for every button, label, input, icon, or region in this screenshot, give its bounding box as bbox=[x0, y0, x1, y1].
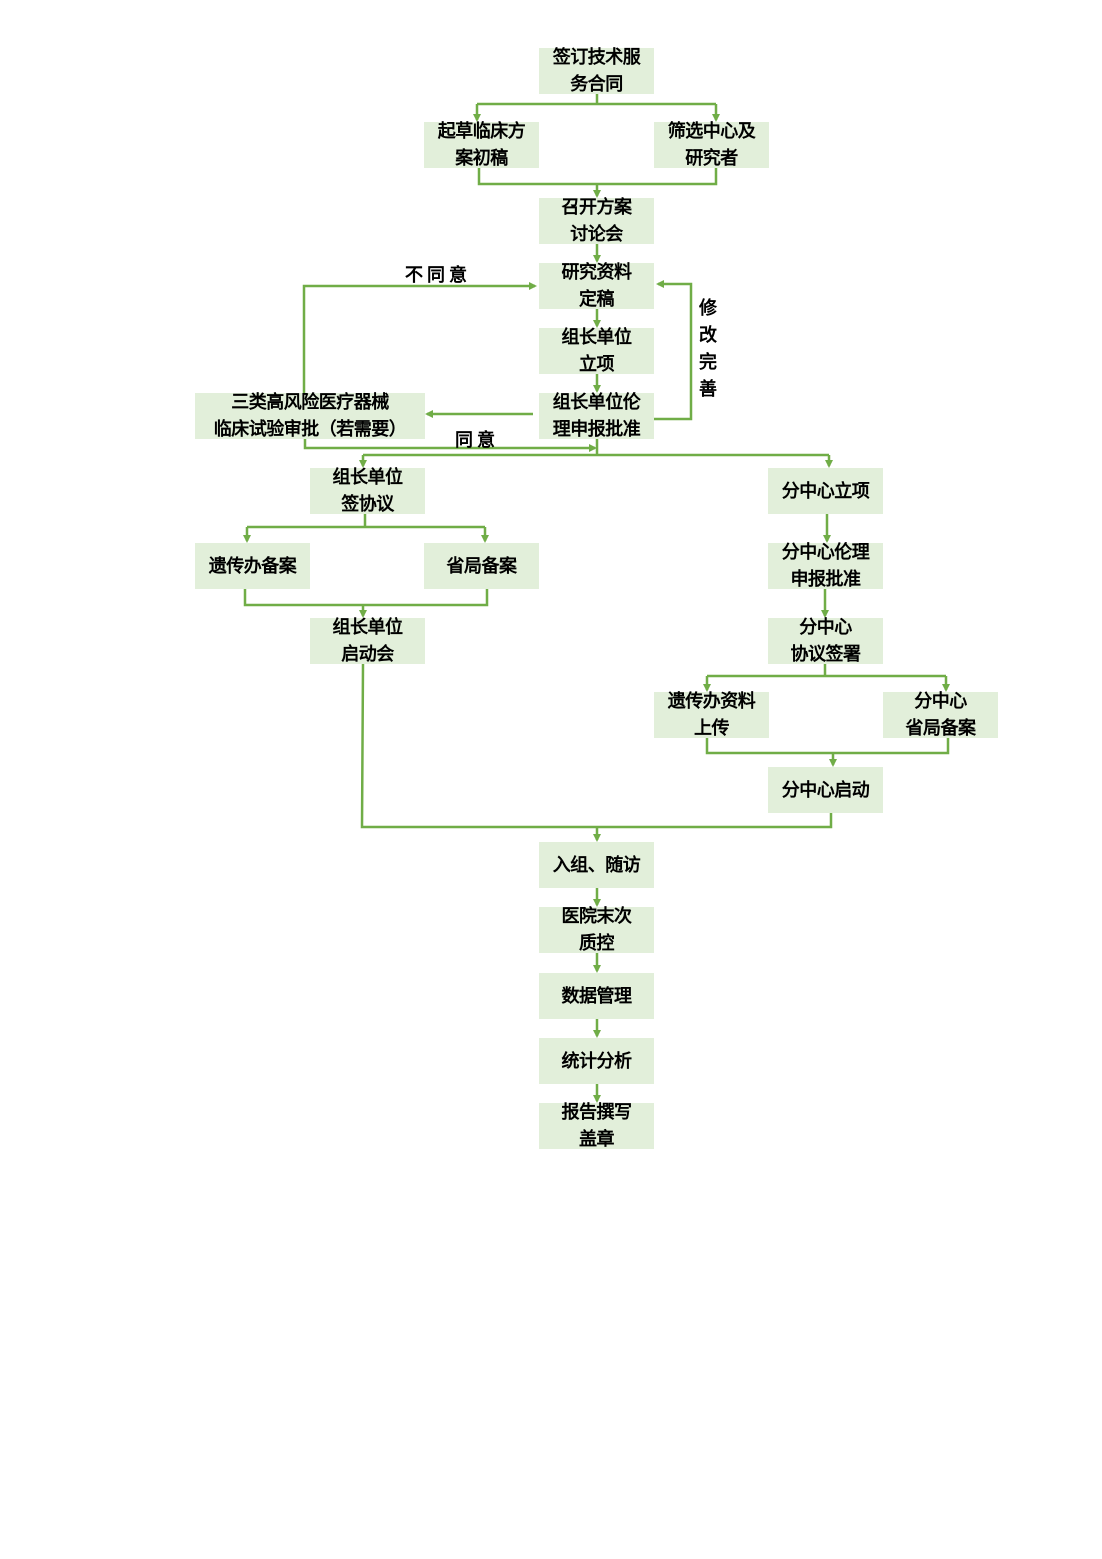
node-genetic-upload: 遗传办资料 上传 bbox=[654, 691, 769, 739]
arrow bbox=[303, 439, 597, 452]
node-sub-project: 分中心立项 bbox=[768, 468, 883, 514]
node-report-seal: 报告撰写 盖章 bbox=[539, 1102, 654, 1150]
node-lead-ethics: 组长单位伦 理申报批准 bbox=[539, 392, 654, 440]
label-agree: 同意 bbox=[455, 430, 499, 451]
node-lead-kickoff: 组长单位 启动会 bbox=[310, 617, 425, 665]
node-protocol-meeting: 召开方案 讨论会 bbox=[539, 197, 654, 245]
node-final-qc: 医院末次 质控 bbox=[539, 906, 654, 954]
node-screen-centers: 筛选中心及 研究者 bbox=[654, 121, 769, 169]
arrow bbox=[654, 280, 693, 421]
connector bbox=[477, 94, 716, 106]
node-finalize-docs: 研究资料 定稿 bbox=[539, 262, 654, 310]
node-class3-approval: 三类高风险医疗器械 临床试验审批（若需要） bbox=[195, 392, 425, 440]
connector bbox=[705, 738, 950, 755]
node-sub-start: 分中心启动 bbox=[768, 767, 883, 813]
connector bbox=[247, 514, 485, 529]
node-stat-analysis: 统计分析 bbox=[539, 1038, 654, 1084]
connector bbox=[360, 663, 833, 829]
node-sub-ethics: 分中心伦理 申报批准 bbox=[768, 542, 883, 590]
node-draft-protocol: 起草临床方 案初稿 bbox=[424, 121, 539, 169]
label-revise: 修改完善 bbox=[699, 298, 717, 400]
node-sub-province-filing: 分中心 省局备案 bbox=[883, 691, 998, 739]
node-lead-agreement: 组长单位 签协议 bbox=[310, 467, 425, 515]
node-province-filing: 省局备案 bbox=[424, 543, 539, 589]
node-enroll-followup: 入组、随访 bbox=[539, 842, 654, 888]
node-sub-agreement: 分中心 协议签署 bbox=[768, 617, 883, 665]
node-lead-project: 组长单位 立项 bbox=[539, 327, 654, 375]
connector bbox=[707, 664, 946, 678]
connector bbox=[363, 439, 829, 457]
arrow bbox=[302, 282, 537, 393]
node-genetic-filing: 遗传办备案 bbox=[195, 543, 310, 589]
label-disagree: 不同意 bbox=[405, 265, 471, 286]
node-sign-contract: 签订技术服 务合同 bbox=[539, 47, 654, 95]
connector bbox=[243, 589, 489, 607]
node-data-mgmt: 数据管理 bbox=[539, 973, 654, 1019]
